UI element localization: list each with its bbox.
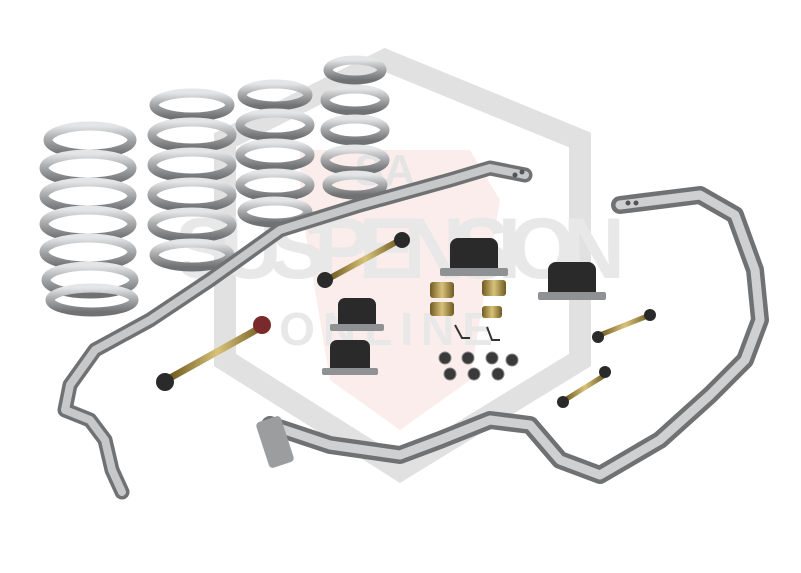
drop-link-front-right xyxy=(317,232,410,288)
drop-link-rear-upper xyxy=(592,309,656,343)
washers-and-nuts xyxy=(438,351,519,381)
coil-spring-2 xyxy=(147,88,237,272)
coil-spring-4 xyxy=(320,55,390,200)
bushing-bracket-1 xyxy=(440,238,508,276)
front-sway-bar xyxy=(57,160,533,500)
allen-keys xyxy=(454,324,500,341)
bushing-bracket-3 xyxy=(330,298,384,331)
rear-sway-bar xyxy=(256,186,769,484)
drop-link-rear-lower xyxy=(557,366,611,408)
drop-link-front-left xyxy=(156,316,271,391)
bushing-bracket-4 xyxy=(322,340,378,375)
brass-spacers xyxy=(430,280,506,318)
coil-spring-1 xyxy=(39,121,139,317)
watermark-line-3: ONLINE xyxy=(279,303,501,355)
bushing-bracket-2 xyxy=(538,262,606,300)
coil-spring-3 xyxy=(235,79,315,228)
